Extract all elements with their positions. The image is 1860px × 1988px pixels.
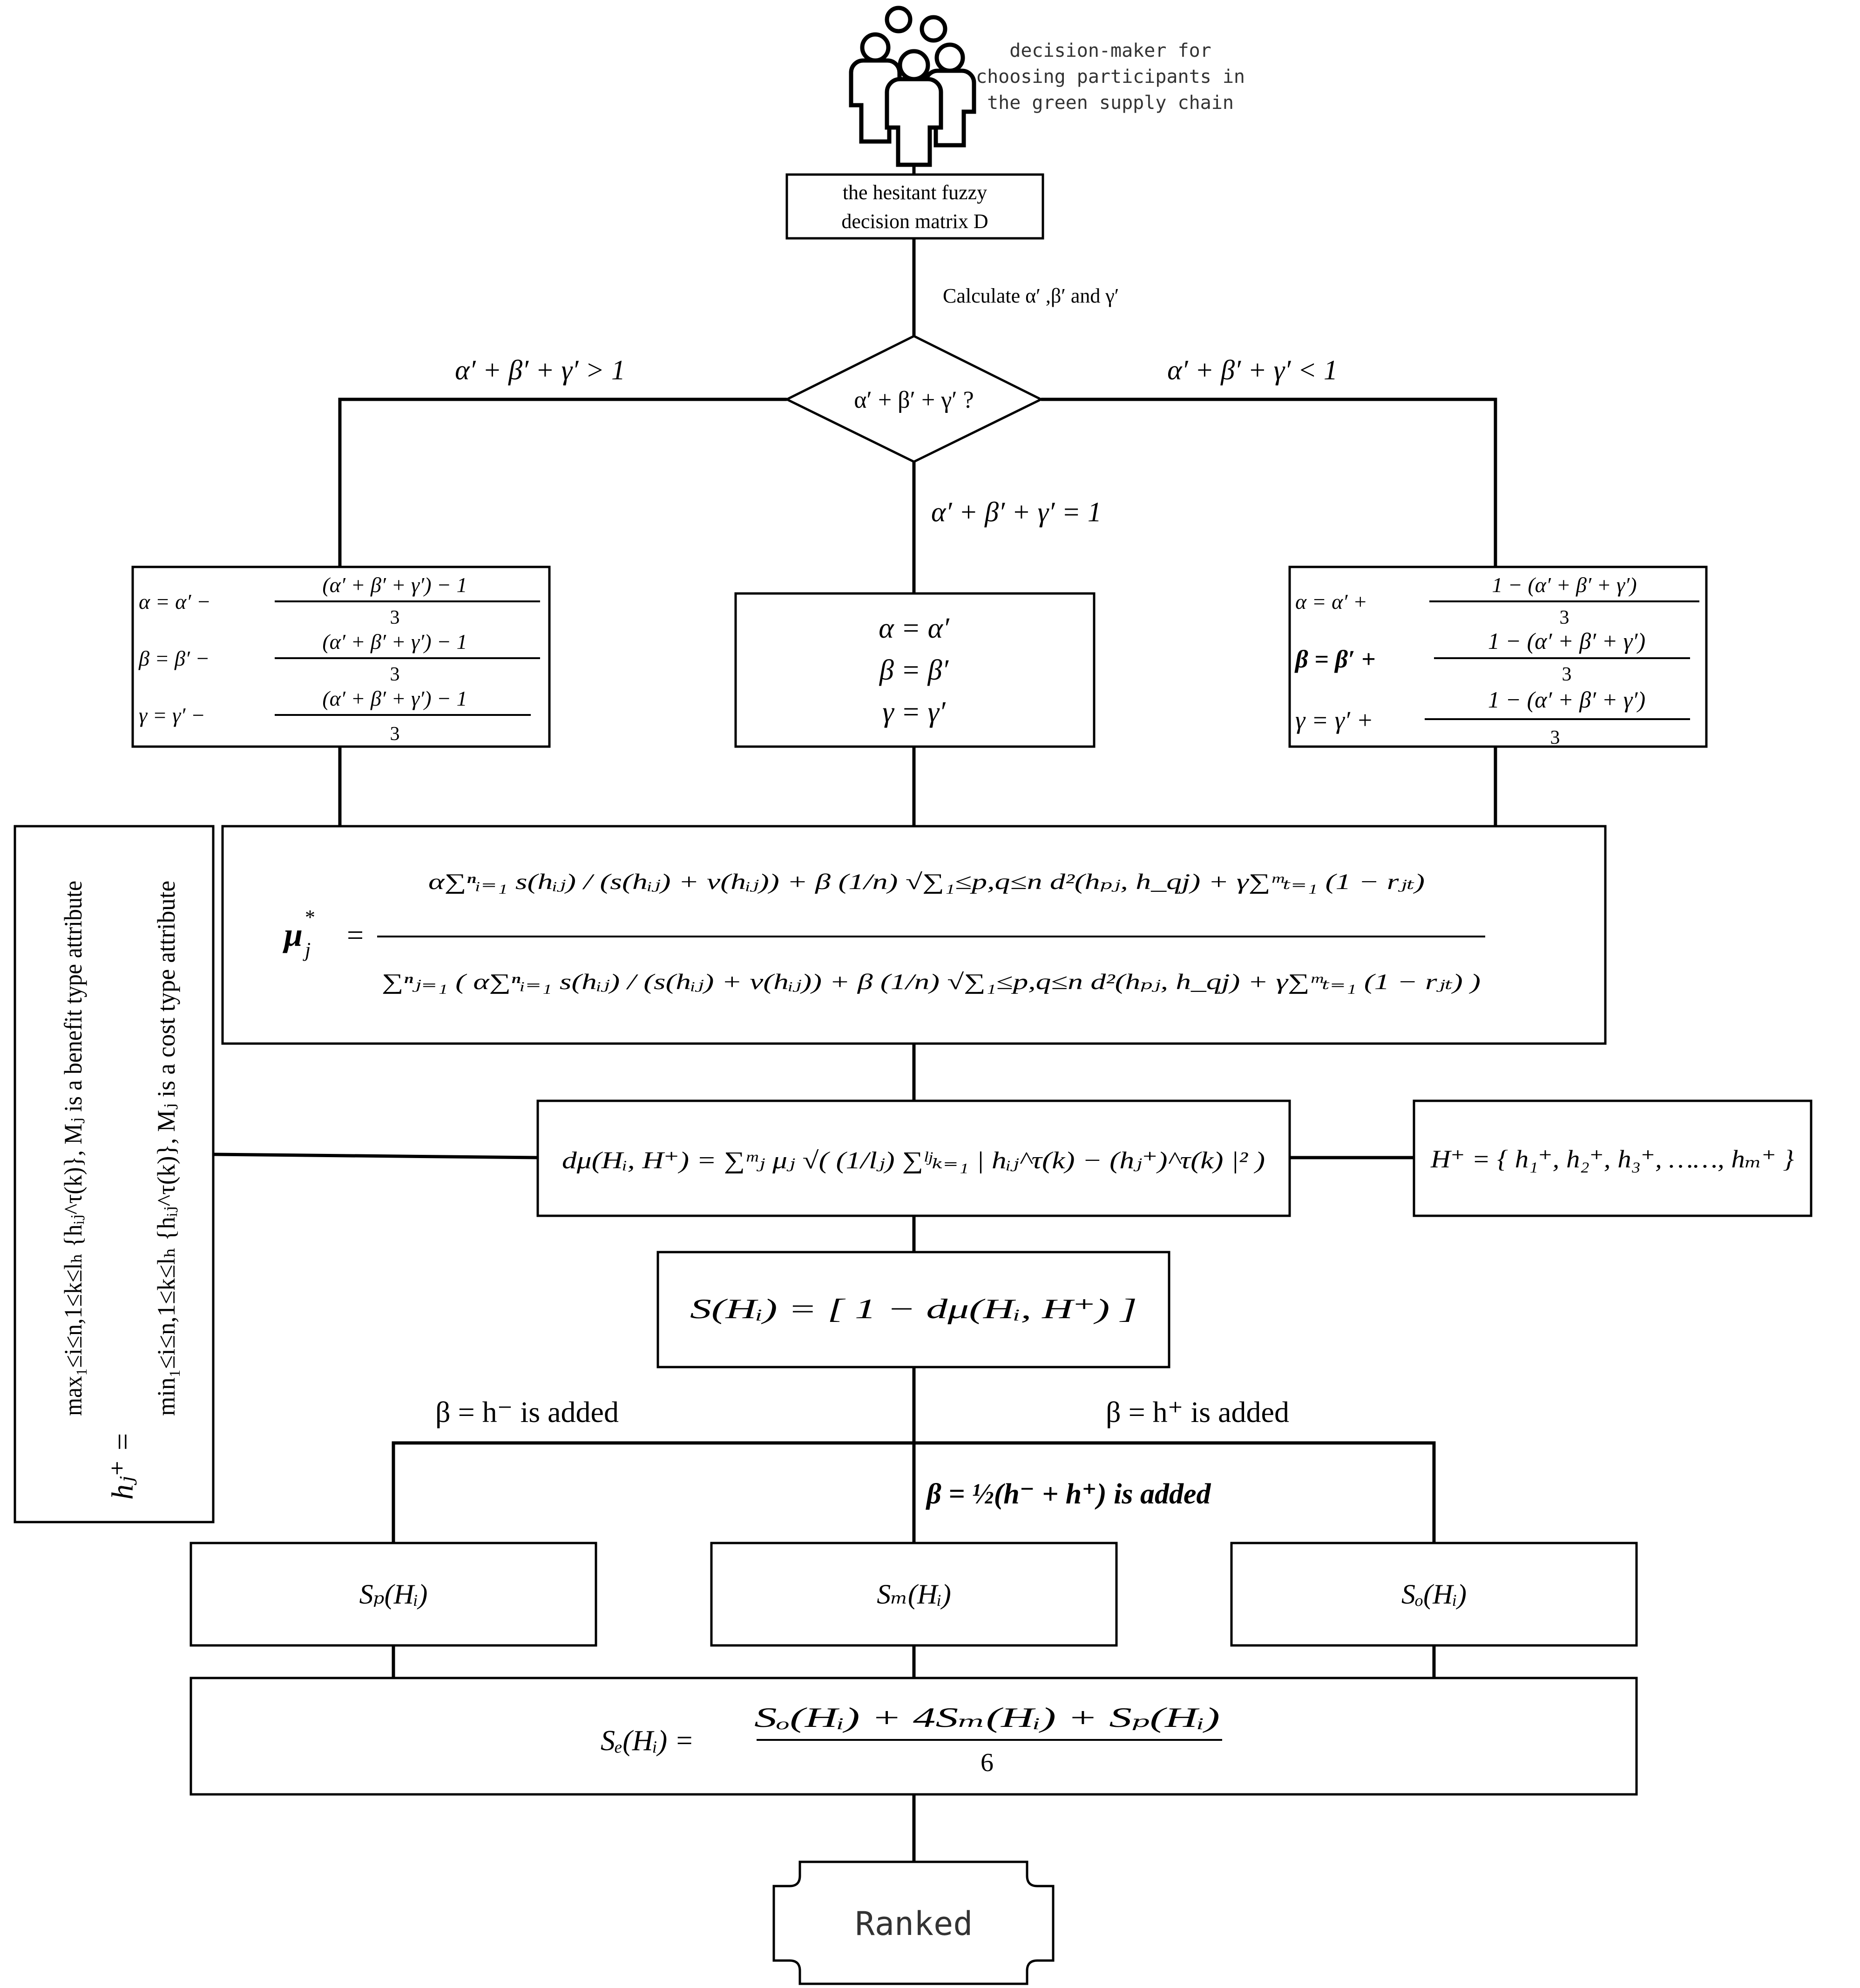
decision-diamond-text: α′ + β′ + γ′ ? <box>854 387 974 413</box>
calculate-step-label: Calculate α′ ,β′ and γ′ <box>943 284 1119 307</box>
weight-lhs-mu: μ <box>282 916 303 953</box>
box-greater-alpha-lhs: α = α′ − <box>139 590 211 613</box>
result-pessimistic-box: Sₚ(Hᵢ) <box>189 1542 597 1647</box>
ranked-text: Ranked <box>855 1905 973 1943</box>
connector-branch-bar <box>392 1441 1436 1543</box>
distance-box: dμ(Hᵢ, H⁺) = ∑ᵐⱼ μⱼ √( (1/lⱼ) ∑ˡʲₖ₌₁ | h… <box>536 1099 1291 1217</box>
branch-label-equal: α′ + β′ + γ′ = 1 <box>931 497 1102 527</box>
branch-label-less: α′ + β′ + γ′ < 1 <box>1167 355 1338 385</box>
decision-maker-line-2: choosing participants in <box>976 66 1245 88</box>
matrix-box-line-1: the hesitant fuzzy <box>843 181 987 204</box>
ideal-rule-box: hⱼ⁺ = max₁≤i≤n,1≤k≤lₕ {hᵢⱼ^τ(k)}, Mⱼ is … <box>14 825 215 1523</box>
matrix-box: the hesitant fuzzy decision matrix D <box>785 173 1044 240</box>
box-equal: α = α′ β = β′ γ = γ′ <box>734 592 1096 748</box>
box-greater-alpha-num: (α′ + β′ + γ′) − 1 <box>322 573 467 597</box>
decision-maker-line-3: the green supply chain <box>987 92 1234 114</box>
box-less-beta-den: 3 <box>1562 664 1572 685</box>
result-pessimistic: Sₚ(Hᵢ) <box>359 1579 428 1610</box>
branch-label-greater: α′ + β′ + γ′ > 1 <box>455 355 625 385</box>
decision-diamond: α′ + β′ + γ′ ? <box>784 335 1044 463</box>
box-less-alpha-den: 3 <box>1560 607 1569 628</box>
box-greater-beta-num: (α′ + β′ + γ′) − 1 <box>322 630 467 654</box>
ideal-set-box: H⁺ = { h₁⁺, h₂⁺, h₃⁺, ……, hₘ⁺ } <box>1413 1099 1813 1217</box>
ranked-terminal: Ranked <box>772 1860 1055 1985</box>
result-moderate-box: Sₘ(Hᵢ) <box>710 1542 1118 1647</box>
box-less-alpha-lhs: α = α′ + <box>1295 590 1367 613</box>
similarity-formula: S(Hᵢ) = [ 1 − dμ(Hᵢ, H⁺) ] <box>690 1294 1137 1324</box>
weight-lhs-sub: j <box>303 938 311 961</box>
box-greater-beta-den: 3 <box>390 664 400 685</box>
weight-formula-box: μ j * = α∑ⁿᵢ₌₁ s(hᵢⱼ) / (s(hᵢⱼ) + v(hᵢⱼ)… <box>221 825 1607 1045</box>
ideal-rule-lhs: hⱼ⁺ = <box>106 1432 140 1500</box>
decision-maker-label: decision-maker for choosing participants… <box>976 40 1245 114</box>
box-equal-gamma: γ = γ′ <box>882 696 946 728</box>
branch-label-pessimistic: β = h⁻ is added <box>435 1395 619 1429</box>
similarity-box: S(Hᵢ) = [ 1 − dμ(Hᵢ, H⁺) ] <box>656 1251 1170 1368</box>
box-equal-alpha: α = α′ <box>879 613 950 644</box>
weight-denominator: ∑ⁿⱼ₌₁ ( α∑ⁿᵢ₌₁ s(hᵢⱼ) / (s(hᵢⱼ) + v(hᵢⱼ)… <box>382 970 1481 994</box>
people-group-icon <box>849 6 976 167</box>
box-equal-beta: β = β′ <box>879 654 949 686</box>
branch-label-optimistic: β = h⁺ is added <box>1106 1395 1289 1429</box>
box-less-gamma-lhs: γ = γ′ + <box>1295 706 1373 734</box>
box-less-beta-lhs: β = β′ + <box>1294 645 1376 673</box>
box-greater-gamma-num: (α′ + β′ + γ′) − 1 <box>322 687 467 710</box>
box-greater-alpha-den: 3 <box>390 607 400 628</box>
expected-box: Sₑ(Hᵢ) = Sₒ(Hᵢ) + 4Sₘ(Hᵢ) + Sₚ(Hᵢ) 6 <box>189 1677 1638 1796</box>
result-optimistic-box: Sₒ(Hᵢ) <box>1230 1542 1638 1647</box>
box-less-gamma-num: 1 − (α′ + β′ + γ′) <box>1488 687 1645 713</box>
box-greater: α = α′ − (α′ + β′ + γ′) − 1 3 β = β′ − (… <box>131 566 551 748</box>
weight-lhs-sup: * <box>305 906 315 929</box>
box-greater-beta-lhs: β = β′ − <box>138 647 210 670</box>
ideal-rule-cost: min₁≤i≤n,1≤k≤lₕ {hᵢⱼ^τ(k)}, Mⱼ is a cost… <box>152 881 180 1416</box>
box-greater-gamma-den: 3 <box>390 723 400 745</box>
box-greater-gamma-lhs: γ = γ′ − <box>139 703 205 727</box>
expected-lhs: Sₑ(Hᵢ) = <box>601 1725 694 1757</box>
box-less-gamma-den: 3 <box>1550 727 1560 748</box>
result-optimistic: Sₒ(Hᵢ) <box>1401 1579 1467 1610</box>
matrix-box-line-2: decision matrix D <box>841 210 988 233</box>
ideal-rule-benefit: max₁≤i≤n,1≤k≤lₕ {hᵢⱼ^τ(k)}, Mⱼ is a bene… <box>59 881 87 1416</box>
branch-label-moderate: β = ½(h⁻ + h⁺) is added <box>926 1478 1211 1510</box>
expected-denominator: 6 <box>981 1748 994 1777</box>
box-less-beta-num: 1 − (α′ + β′ + γ′) <box>1488 628 1645 654</box>
connectors <box>213 139 1497 1862</box>
ideal-set-formula: H⁺ = { h₁⁺, h₂⁺, h₃⁺, ……, hₘ⁺ } <box>1430 1145 1794 1173</box>
connector-rule-to-distance <box>213 1152 538 1159</box>
result-moderate: Sₘ(Hᵢ) <box>877 1579 951 1610</box>
box-less: α = α′ + 1 − (α′ + β′ + γ′) 3 β = β′ + 1… <box>1288 566 1708 748</box>
connector-diamond-right <box>1041 398 1497 567</box>
connector-diamond-left <box>338 398 787 567</box>
weight-equals: = <box>347 918 364 951</box>
weight-numerator: α∑ⁿᵢ₌₁ s(hᵢⱼ) / (s(hᵢⱼ) + v(hᵢⱼ)) + β (1… <box>428 869 1425 894</box>
distance-formula: dμ(Hᵢ, H⁺) = ∑ᵐⱼ μⱼ √( (1/lⱼ) ∑ˡʲₖ₌₁ | h… <box>562 1147 1265 1174</box>
box-less-alpha-num: 1 − (α′ + β′ + γ′) <box>1492 573 1637 597</box>
expected-numerator: Sₒ(Hᵢ) + 4Sₘ(Hᵢ) + Sₚ(Hᵢ) <box>754 1702 1220 1733</box>
decision-maker-line-1: decision-maker for <box>1009 40 1211 61</box>
